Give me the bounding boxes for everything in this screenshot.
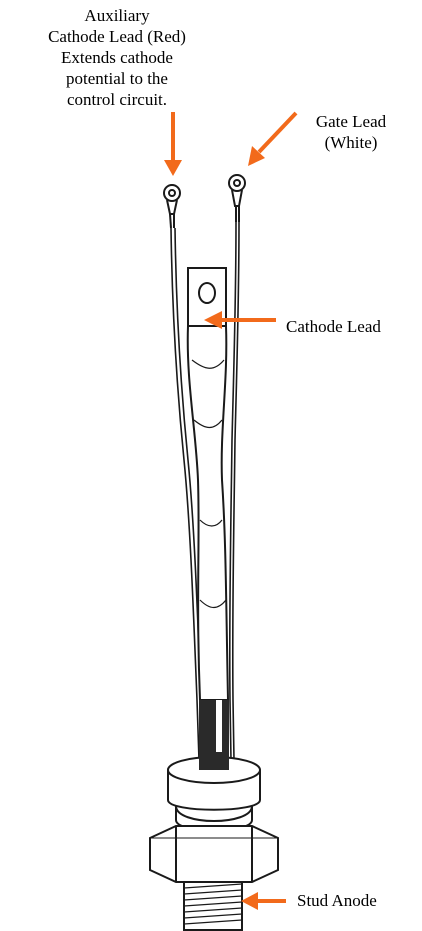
aux-cathode-label-line: control circuit. bbox=[28, 89, 206, 110]
anode-pointer-arrow bbox=[241, 892, 286, 910]
aux-cathode-label-line: potential to the bbox=[28, 68, 206, 89]
gate-ring-terminal bbox=[229, 175, 245, 222]
aux-cathode-pointer-arrow bbox=[164, 112, 182, 176]
gate-label-line: Gate Lead bbox=[303, 111, 399, 132]
aux-cathode-label-line: Extends cathode bbox=[28, 47, 206, 68]
stud-anode-label: Stud Anode bbox=[297, 890, 377, 911]
gate-lead-label: Gate Lead (White) bbox=[303, 111, 399, 153]
cathode-lead-braid bbox=[188, 268, 229, 770]
gate-label-line: (White) bbox=[303, 132, 399, 153]
device-body bbox=[150, 752, 278, 930]
cathode-lead-label: Cathode Lead bbox=[286, 316, 381, 337]
aux-cathode-label-line: Auxiliary bbox=[28, 5, 206, 26]
aux-cathode-label-line: Cathode Lead (Red) bbox=[28, 26, 206, 47]
aux-cathode-ring-terminal bbox=[164, 185, 180, 228]
gate-pointer-arrow bbox=[248, 113, 296, 166]
aux-cathode-lead-label: Auxiliary Cathode Lead (Red) Extends cat… bbox=[28, 5, 206, 110]
